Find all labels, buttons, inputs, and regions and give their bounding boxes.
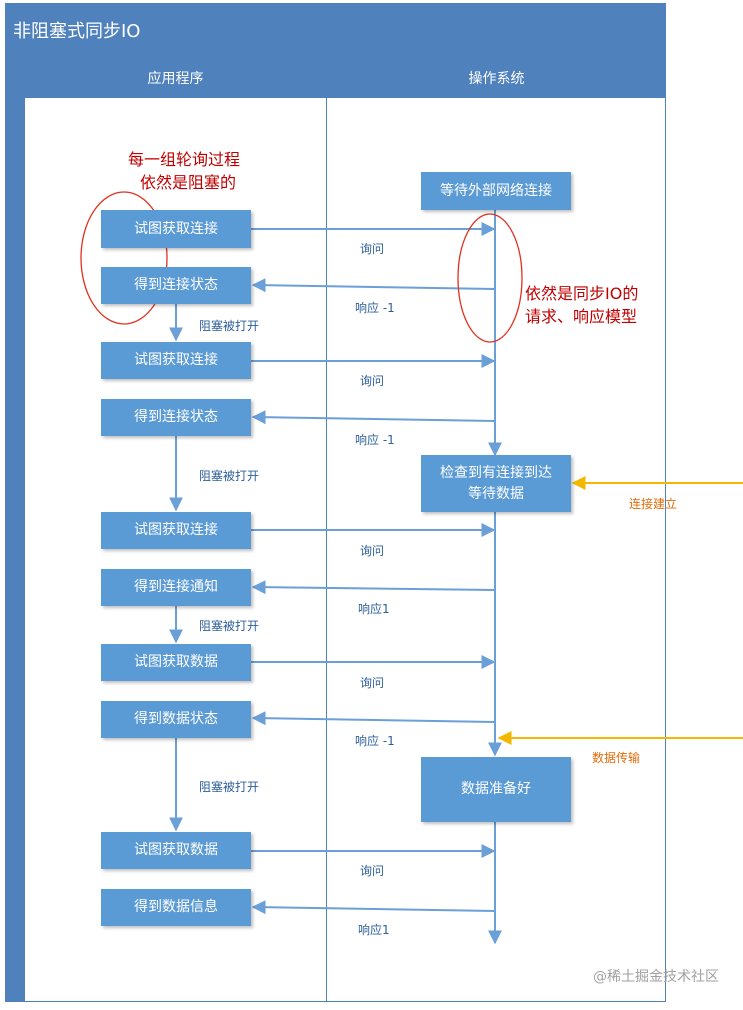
app-step-4: 得到连接状态 (101, 399, 251, 436)
label-ask-4: 询问 (360, 676, 385, 690)
os-annotation: 依然是同步IO的 请求、响应模型 (525, 282, 638, 328)
response-arrow-3 (251, 580, 496, 595)
os-connection-detected-line2: 等待数据 (468, 485, 524, 502)
pool-left-strip (5, 60, 25, 1002)
app-step-10: 得到数据信息 (101, 889, 251, 926)
app-step-9: 试图获取数据 (101, 832, 251, 869)
label-ask-3: 询问 (360, 544, 385, 558)
lane-header-os: 操作系统 (327, 60, 666, 98)
label-ask-1: 询问 (360, 242, 385, 256)
app-loop-ellipse (80, 191, 168, 325)
app-step-1: 试图获取连接 (101, 210, 251, 248)
os-annotation-line1: 依然是同步IO的 (525, 284, 639, 303)
label-unblock-4: 阻塞被打开 (199, 780, 260, 794)
app-step-7: 试图获取数据 (101, 644, 251, 681)
label-unblock-1: 阻塞被打开 (199, 319, 260, 333)
label-response-2: 响应 -1 (355, 433, 395, 447)
event-label-connect: 连接建立 (629, 497, 678, 511)
label-response-5: 响应1 (358, 923, 390, 937)
label-unblock-3: 阻塞被打开 (199, 619, 260, 633)
os-annotation-line2: 请求、响应模型 (525, 307, 638, 327)
response-arrow-5 (251, 900, 496, 915)
label-unblock-2: 阻塞被打开 (199, 469, 260, 483)
label-response-4: 响应 -1 (355, 734, 395, 748)
os-connection-detected: 检查到有连接到达 等待数据 (421, 455, 571, 512)
response-arrow-2 (251, 410, 496, 425)
app-step-6: 得到连接通知 (101, 569, 251, 606)
label-response-3: 响应1 (358, 602, 390, 616)
label-ask-2: 询问 (360, 374, 385, 388)
app-step-5: 试图获取连接 (101, 512, 251, 549)
os-wait-connection: 等待外部网络连接 (421, 172, 571, 210)
response-arrow-1 (251, 278, 496, 293)
os-data-ready: 数据准备好 (421, 757, 571, 822)
label-ask-5: 询问 (360, 864, 385, 878)
label-response-1: 响应 -1 (355, 301, 395, 315)
app-step-8: 得到数据状态 (101, 701, 251, 738)
app-annotation-line2: 依然是阻塞的 (140, 173, 237, 193)
diagram-title: 非阻塞式同步IO (5, 3, 666, 60)
event-label-transfer: 数据传输 (592, 751, 641, 765)
os-sync-ellipse (457, 213, 523, 343)
app-annotation: 每一组轮询过程 依然是阻塞的 (128, 148, 240, 194)
os-connection-detected-line1: 检查到有连接到达 (440, 465, 552, 482)
lane-header-app: 应用程序 (25, 60, 326, 98)
response-arrow-4 (251, 711, 496, 726)
watermark: @稀土掘金技术社区 (593, 969, 719, 985)
app-step-2: 得到连接状态 (101, 267, 251, 304)
app-annotation-line1: 每一组轮询过程 (128, 150, 241, 169)
app-step-3: 试图获取连接 (101, 342, 251, 379)
